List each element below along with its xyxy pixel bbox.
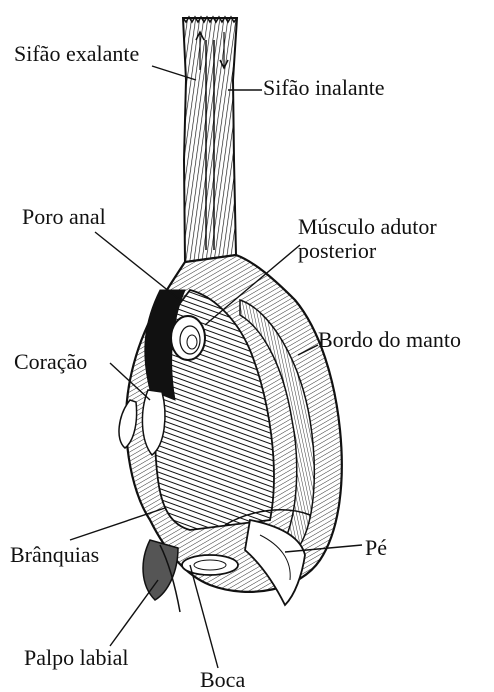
label-boca: Boca [200, 668, 245, 692]
label-poro-anal: Poro anal [22, 205, 106, 229]
leader-branquias [70, 508, 165, 540]
label-pe: Pé [365, 536, 387, 560]
label-musculo-adutor-posterior: Músculo adutor posterior [298, 215, 437, 263]
label-coracao: Coração [14, 350, 87, 374]
leader-poro-anal [95, 232, 180, 300]
label-palpo-labial: Palpo labial [24, 646, 128, 670]
label-musculo-adutor-line1: Músculo adutor [298, 215, 437, 239]
label-branquias: Brânquias [10, 543, 99, 567]
adductor-muscle-drawing [171, 316, 205, 360]
label-sifao-inalante: Sifão inalante [263, 76, 385, 100]
label-musculo-adutor-line2: posterior [298, 239, 437, 263]
label-sifao-exalante: Sifão exalante [14, 42, 139, 66]
label-bordo-do-manto: Bordo do manto [318, 328, 461, 352]
siphon-drawing [183, 17, 237, 262]
leader-palpo-labial [110, 580, 158, 646]
